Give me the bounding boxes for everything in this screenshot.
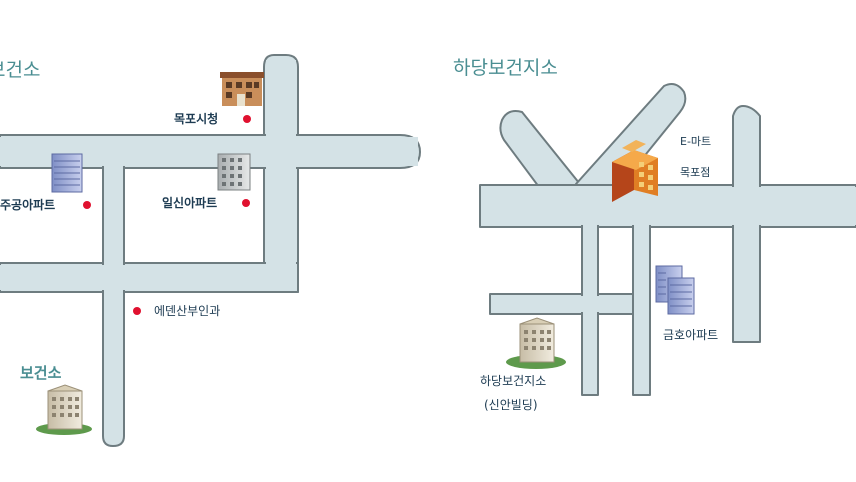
hadang-branch-building-icon: [506, 317, 566, 369]
geumho-apt-label: 금호아파트: [663, 328, 718, 342]
ilsin-apartment-icon: [217, 153, 251, 191]
jugong-apartment-icon: [51, 153, 83, 193]
city-hall-label: 목포시청: [174, 111, 218, 126]
ilsin-apt-label: 일신아파트: [162, 195, 217, 210]
clinic-label: 에덴산부인과: [154, 304, 220, 318]
clinic-marker-icon: [133, 307, 141, 315]
emart-label-line1: E-마트: [680, 135, 711, 148]
hadang-branch-label-line2: (신안빌딩): [484, 398, 538, 412]
geumho-apartment-icon: [655, 265, 695, 315]
city-hall-marker-icon: [243, 115, 251, 123]
health-center-label: 보건소: [20, 364, 62, 382]
right-map-title: 하당보건지소: [453, 57, 558, 79]
city-hall-building-icon: [220, 72, 264, 106]
jugong-apt-label: 주공아파트: [0, 197, 55, 212]
health-center-building-icon: [36, 384, 92, 435]
emart-building-icon: [612, 140, 658, 202]
left-map-title: 보건소: [0, 59, 40, 81]
jugong-apt-marker-icon: [83, 201, 91, 209]
hadang-branch-label-line1: 하당보건지소: [480, 374, 546, 388]
emart-label-line2: 목포점: [680, 166, 710, 179]
ilsin-apt-marker-icon: [242, 199, 250, 207]
